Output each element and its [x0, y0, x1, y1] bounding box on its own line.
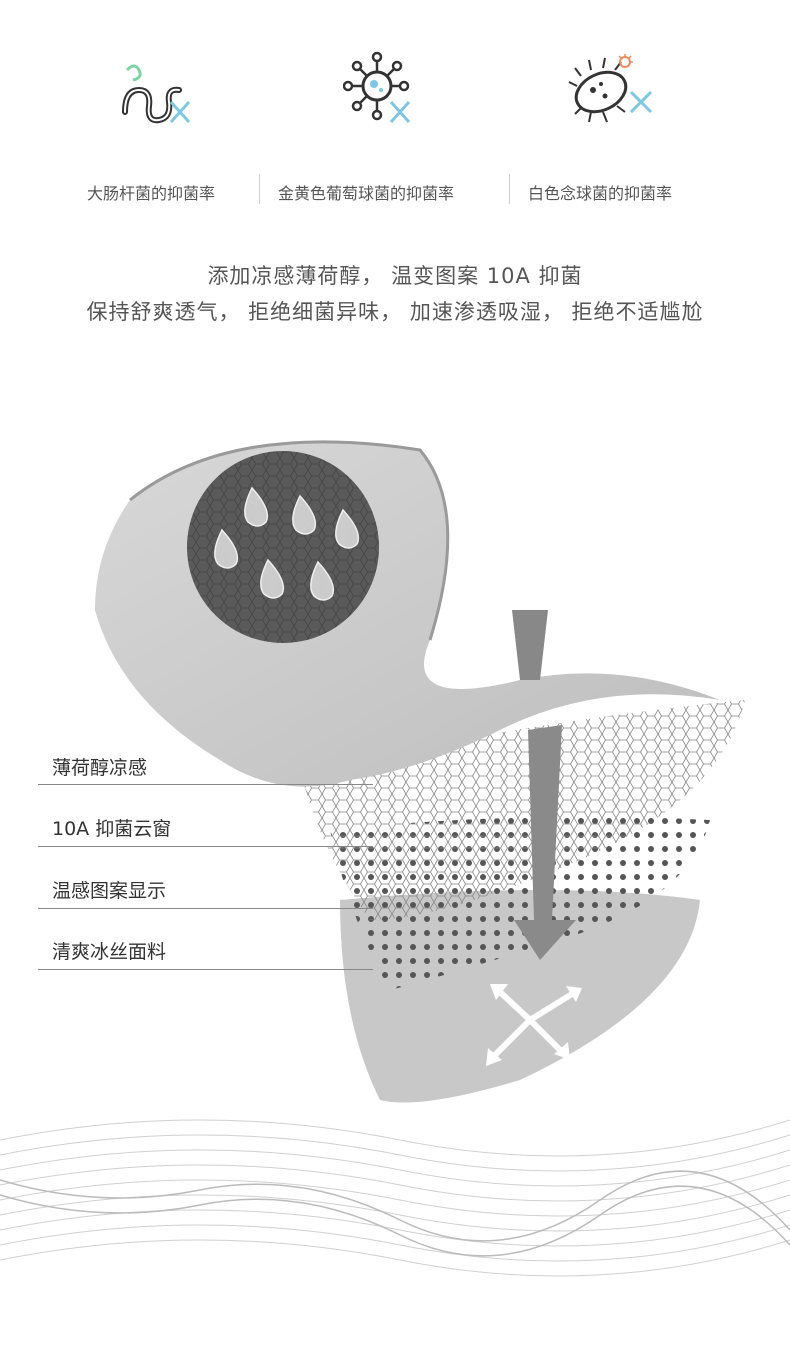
- layer-leader-line: [38, 969, 373, 970]
- virus-icon: [343, 51, 411, 124]
- layer-label-ice-silk-fabric: 清爽冰丝面料: [52, 941, 167, 963]
- worm-bacteria-icon: [122, 64, 191, 124]
- wave-texture-decoration: [0, 1119, 790, 1277]
- divider: [259, 174, 260, 204]
- bacteria-labels-row: 大肠杆菌的抑菌率 金黄色葡萄球菌的抑菌率 白色念球菌的抑菌率: [0, 170, 790, 210]
- candida-label: 白色念球菌的抑菌率: [528, 184, 673, 203]
- ecoli-label: 大肠杆菌的抑菌率: [87, 184, 216, 203]
- divider: [509, 174, 510, 204]
- layer-leader-line: [38, 908, 373, 909]
- pad-layers-illustration: [95, 440, 745, 1103]
- bacterium-icon: [568, 54, 653, 123]
- layer-label-menthol: 薄荷醇凉感: [52, 757, 148, 779]
- layer-leader-line: [38, 784, 373, 785]
- tagline-line-1: 添加凉感薄荷醇， 温变图案 10A 抑菌: [207, 264, 583, 288]
- bacteria-icons-row: [0, 0, 790, 160]
- layer-leader-line: [38, 846, 373, 847]
- tagline-line-2: 保持舒爽透气， 拒绝细菌异味， 加速渗透吸湿， 拒绝不适尴尬: [86, 300, 704, 324]
- layer-label-antibacterial-window: 10A 抑菌云窗: [52, 818, 172, 840]
- layer-label-thermal-pattern: 温感图案显示: [52, 880, 167, 902]
- staph-label: 金黄色葡萄球菌的抑菌率: [278, 184, 455, 203]
